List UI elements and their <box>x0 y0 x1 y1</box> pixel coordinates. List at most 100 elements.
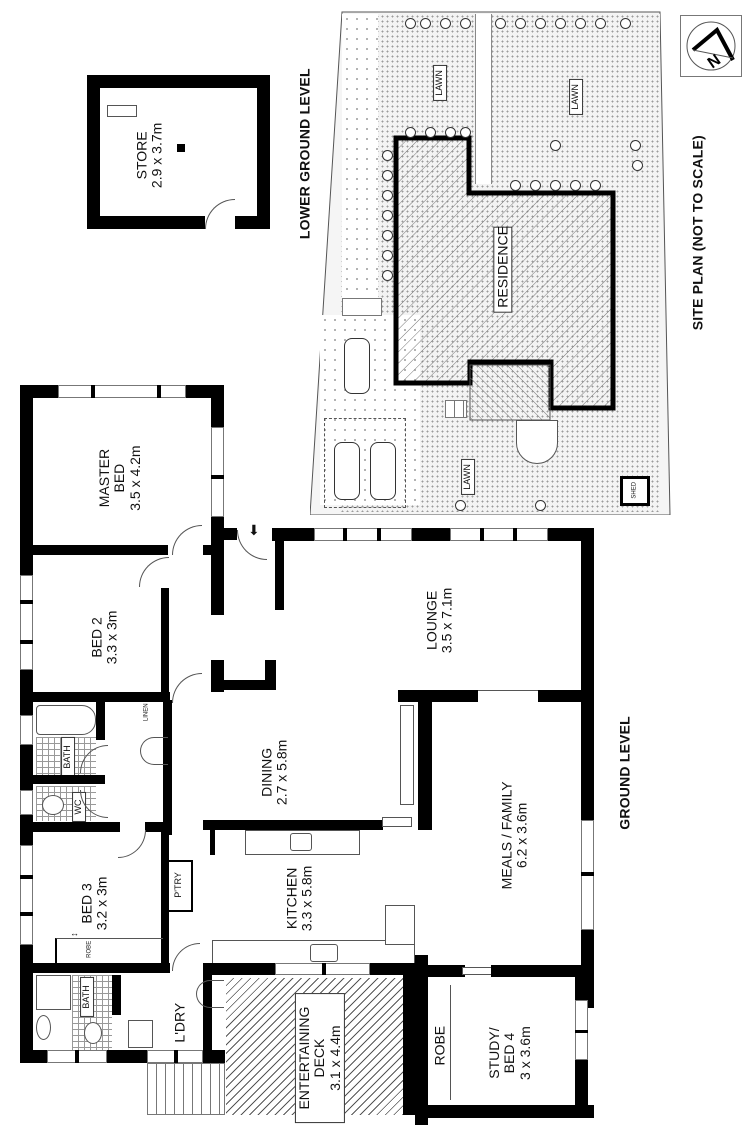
bath2-basin <box>36 1015 51 1040</box>
dining-name: DINING <box>258 747 275 797</box>
plant <box>460 127 471 138</box>
deck-name2: DECK <box>311 1038 328 1078</box>
bed2-door[interactable] <box>139 557 169 587</box>
carport-outline <box>324 418 406 508</box>
robe-slide-arrow-icon: ↔ <box>70 928 79 938</box>
bifold-door[interactable] <box>478 690 538 703</box>
driveway <box>342 14 378 299</box>
meals-family-size: 6.2 x 3.6m <box>514 802 530 869</box>
plant <box>405 127 416 138</box>
plant <box>550 180 561 191</box>
north-arrow-icon: N <box>686 21 736 72</box>
hall-door[interactable] <box>140 737 168 765</box>
site-plan: RESIDENCE LAWN LAWN LAWN SHED <box>310 10 680 515</box>
plant <box>595 18 606 29</box>
bed3-name: BED 3 <box>78 883 95 924</box>
plant <box>630 140 641 151</box>
back-stairs <box>147 1063 225 1115</box>
laundry-door[interactable] <box>196 980 224 1008</box>
plant <box>382 250 393 261</box>
study-label: STUDY/ BED 4 3 x 3.6m <box>485 998 533 1108</box>
study-robe-label: ROBE <box>431 1025 448 1066</box>
car-1 <box>344 338 370 394</box>
garden-oval <box>516 420 558 464</box>
bath1-label: BATH <box>61 736 75 777</box>
plant <box>382 270 393 281</box>
pantry <box>169 860 193 912</box>
plant <box>620 18 631 29</box>
bed3-size: 3.2 x 3m <box>94 876 110 931</box>
entry-arrow-icon: ⬇ <box>248 522 260 538</box>
lounge-label: LOUNGE 3.5 x 7.1m <box>423 565 456 675</box>
plant <box>382 150 393 161</box>
dining-sideboard <box>400 705 414 805</box>
store-fixture <box>107 105 137 117</box>
sliding-door-dining[interactable] <box>382 817 412 827</box>
store-room <box>87 75 270 229</box>
wc-window <box>20 790 33 815</box>
kitchen-door[interactable] <box>172 943 200 971</box>
master-bed-size: 3.5 x 4.2m <box>126 445 143 511</box>
site-stairs <box>445 400 467 418</box>
car-3 <box>370 442 396 500</box>
master-bed-window-side <box>211 427 224 517</box>
deck-size: 3.1 x 4.4m <box>326 1025 343 1091</box>
master-bed-name: MASTER <box>95 448 112 508</box>
master-bed-window-top <box>58 385 186 398</box>
plant <box>495 18 506 29</box>
plant <box>535 500 546 511</box>
dining-door[interactable] <box>172 673 202 703</box>
plant <box>420 18 431 29</box>
plant <box>510 180 521 191</box>
plant <box>515 18 526 29</box>
plant <box>382 190 393 201</box>
bath1-window <box>20 715 33 745</box>
study-sliding-door[interactable] <box>462 967 492 975</box>
study-name2: BED 4 <box>501 1032 518 1074</box>
bed2-label: BED 2 3.3 x 3m <box>88 587 121 687</box>
bed2-size: 3.3 x 3m <box>104 610 120 665</box>
plant <box>575 18 586 29</box>
study-robe-bifold[interactable] <box>450 985 459 1100</box>
kitchen-island-return <box>385 905 415 945</box>
dining-size: 2.7 x 5.8m <box>274 739 290 806</box>
bed3-label: BED 3 3.2 x 3m <box>78 853 111 953</box>
bed2-window <box>20 575 33 670</box>
plant <box>555 18 566 29</box>
kitchen-label: KITCHEN 3.3 x 5.8m <box>283 848 316 948</box>
deck-name: ENTERTAINING <box>295 1006 312 1110</box>
plant <box>425 127 436 138</box>
meals-family-label: MEALS / FAMILY 6.2 x 3.6m <box>498 765 531 905</box>
kitchen-name: KITCHEN <box>283 867 300 930</box>
master-bed-door[interactable] <box>172 525 202 555</box>
bath2-label: BATH <box>80 976 94 1017</box>
plant <box>440 18 451 29</box>
ground-level-title: GROUND LEVEL <box>616 716 633 830</box>
master-bed-label: MASTER BED 3.5 x 4.2m <box>95 428 143 528</box>
kitchen-sink <box>310 944 338 962</box>
plant <box>382 170 393 181</box>
plant <box>535 18 546 29</box>
compass-box: N <box>680 15 742 77</box>
plant <box>382 230 393 241</box>
meals-family-name: MEALS / FAMILY <box>498 781 515 890</box>
bed3-door[interactable] <box>118 830 146 858</box>
plant <box>590 180 601 191</box>
side-path <box>475 14 492 184</box>
bed2-name: BED 2 <box>88 617 105 658</box>
cooktop <box>290 833 312 851</box>
plant <box>632 160 643 171</box>
dining-label: DINING 2.7 x 5.8m <box>258 722 291 822</box>
site-gate[interactable] <box>342 298 382 316</box>
plant <box>382 210 393 221</box>
plant <box>570 180 581 191</box>
lounge-name: LOUNGE <box>423 590 440 650</box>
store-post <box>177 144 185 152</box>
study-name: STUDY/ <box>485 1027 502 1079</box>
toilet <box>42 795 64 815</box>
laundry-tub <box>128 1020 153 1048</box>
car-2 <box>334 442 360 500</box>
linen-label: LINEN <box>143 703 150 722</box>
shower <box>36 975 71 1010</box>
